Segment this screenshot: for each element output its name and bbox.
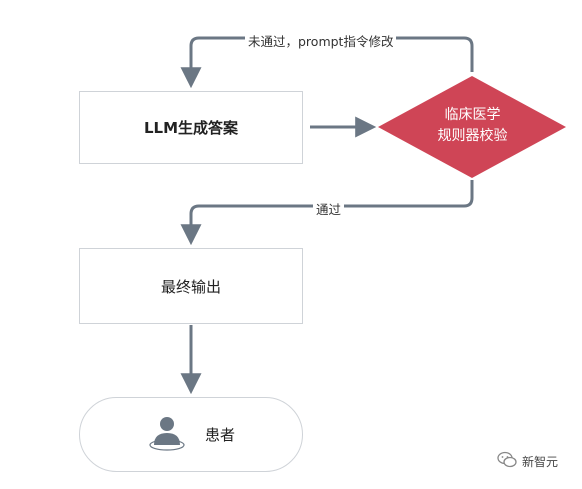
watermark: 新智元 <box>497 451 558 471</box>
decision-label-line2: 规则器校验 <box>437 128 508 144</box>
node-llm-label: LLM生成答案 <box>143 119 239 137</box>
edge-label-fail: 未通过，prompt指令修改 <box>245 31 397 50</box>
wechat-icon <box>497 451 517 471</box>
watermark-text: 新智元 <box>522 454 559 469</box>
node-llm-generate: LLM生成答案 <box>79 91 303 164</box>
edge-label-pass: 通过 <box>313 199 345 218</box>
person-icon <box>147 415 187 455</box>
node-final-label: 最终输出 <box>160 277 221 296</box>
node-patient-label: 患者 <box>204 426 235 444</box>
node-final-output: 最终输出 <box>79 248 303 324</box>
decision-label: 临床医学 规则器校验 <box>380 105 565 147</box>
decision-label-line1: 临床医学 <box>444 107 501 123</box>
decision-diamond <box>378 76 566 178</box>
node-patient: 患者 <box>79 397 303 472</box>
